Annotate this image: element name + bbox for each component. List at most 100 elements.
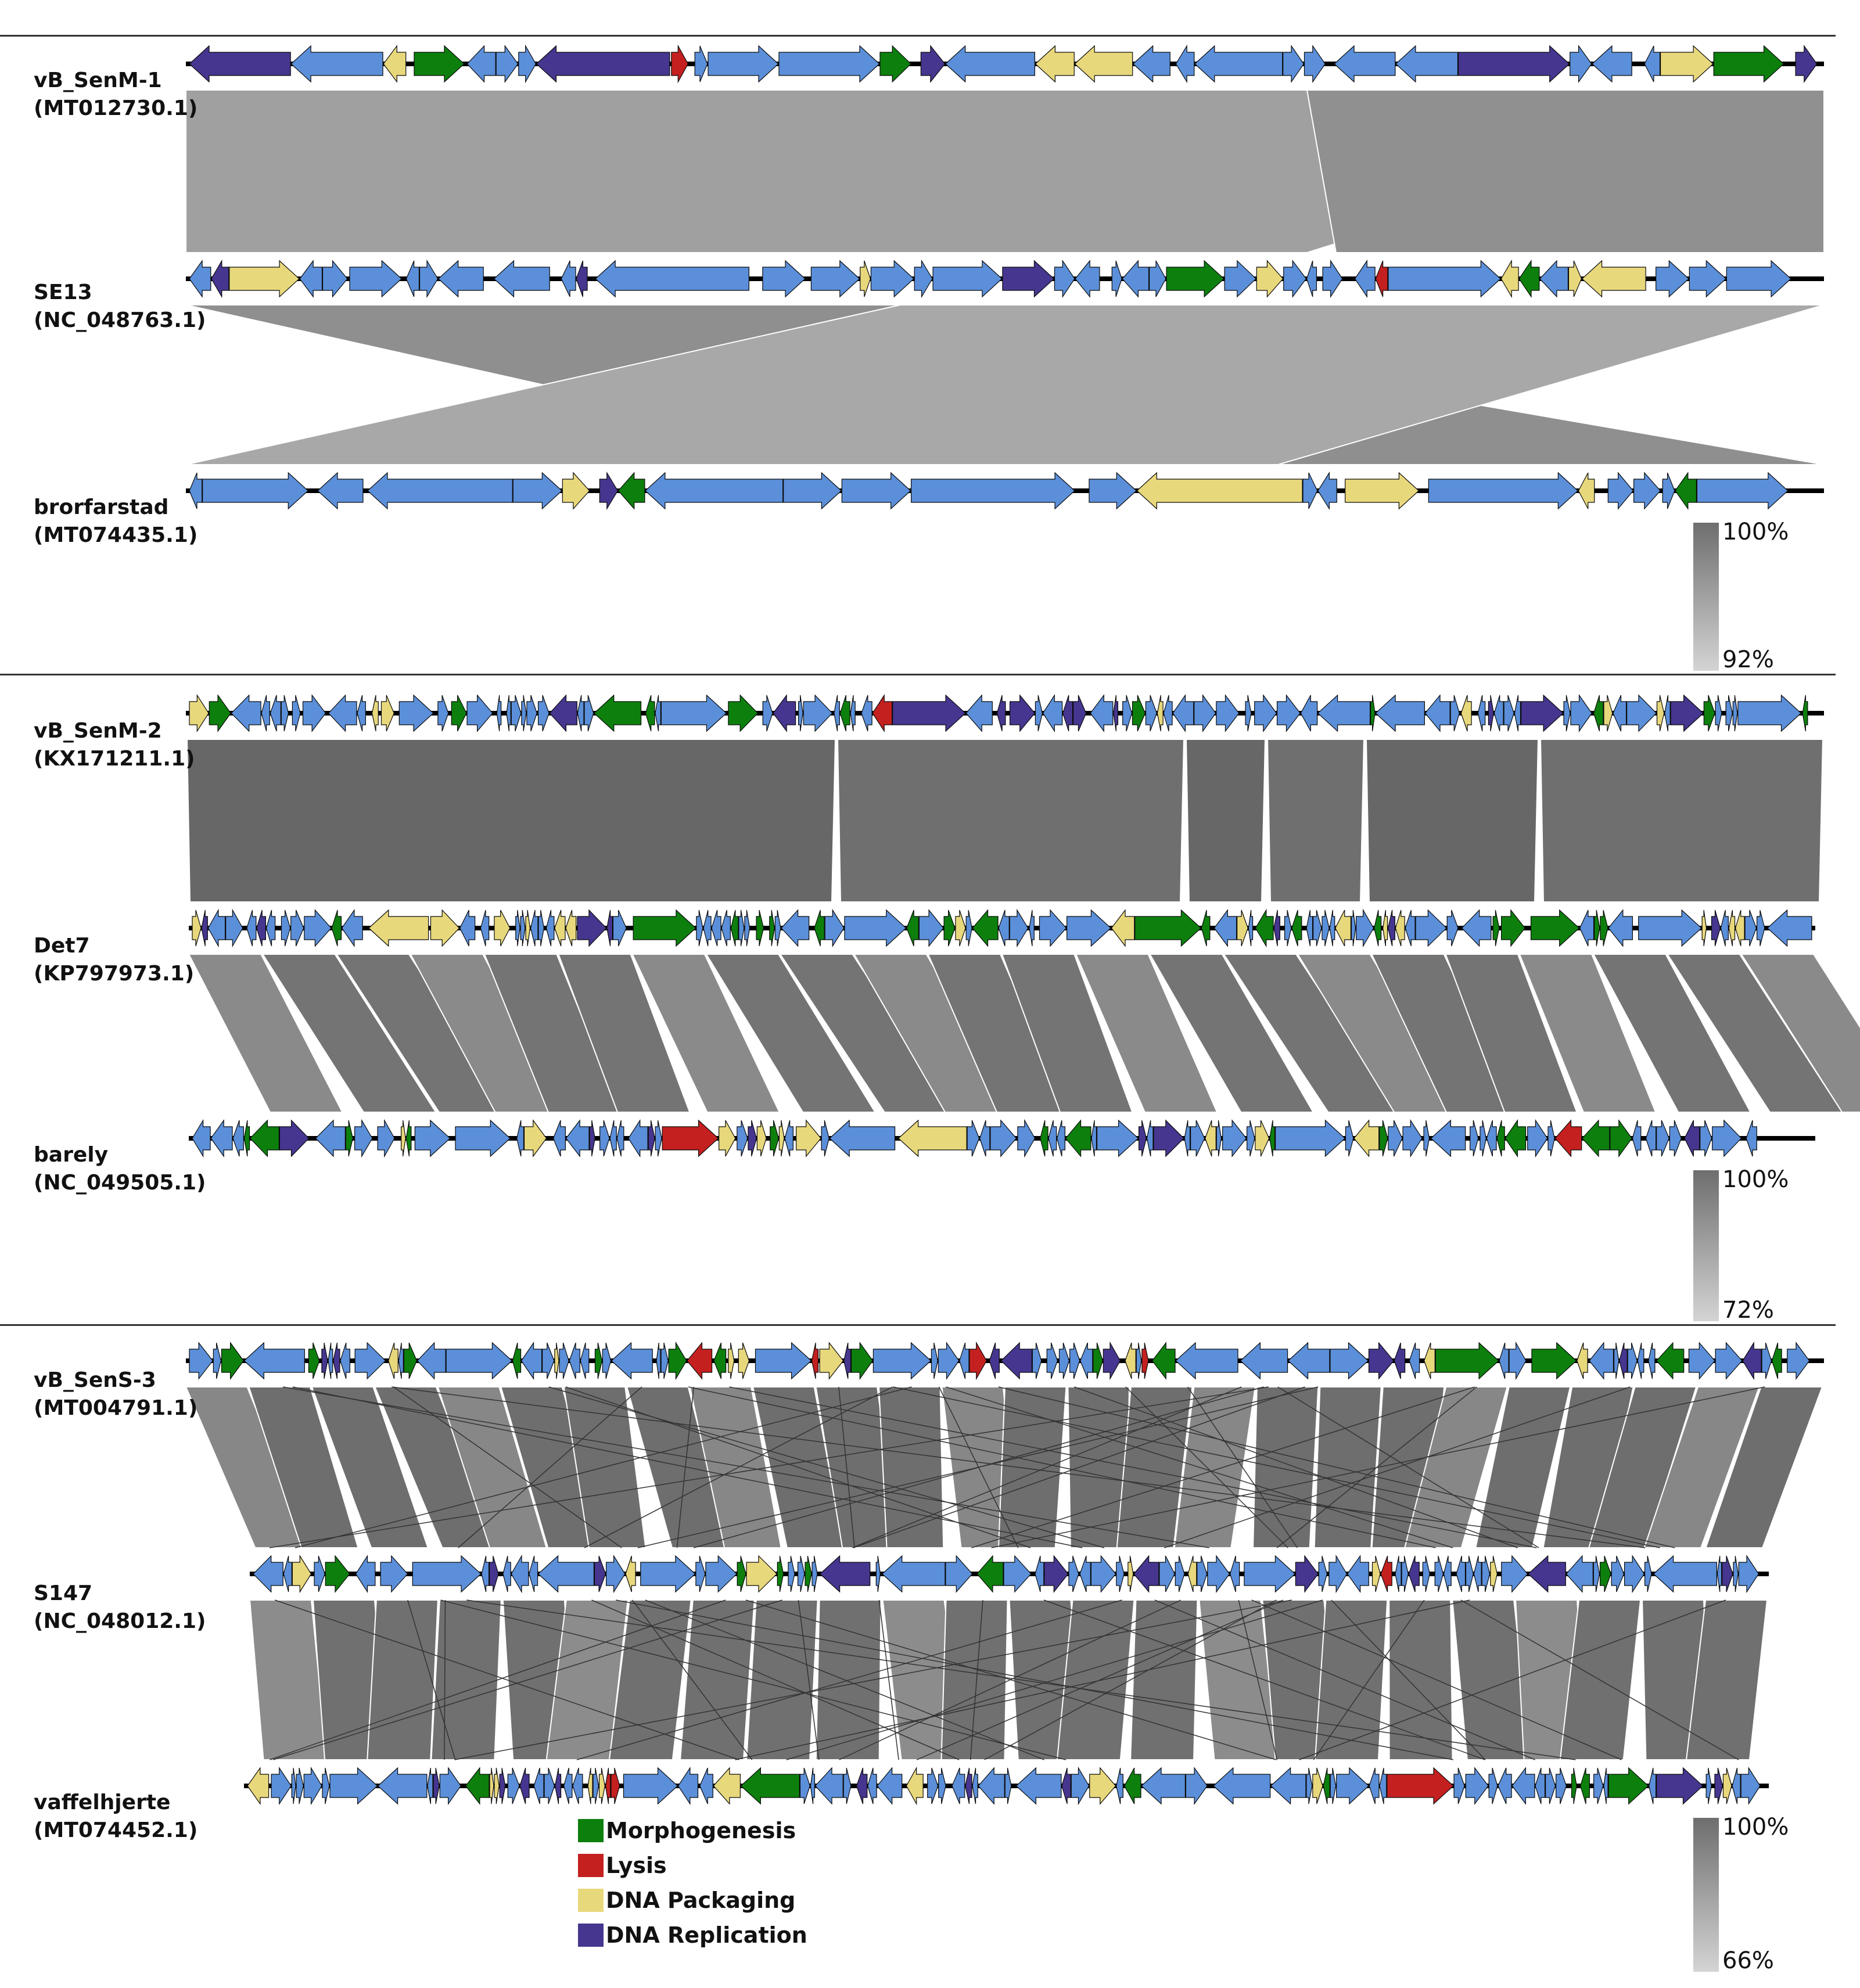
gene-arrow: [308, 1342, 320, 1379]
gene-arrow: [1237, 909, 1248, 947]
gene-arrow: [677, 1766, 699, 1806]
gene-arrow: [1009, 908, 1029, 948]
gene-arrow: [1093, 1342, 1103, 1379]
gene-arrow: [1255, 908, 1274, 948]
gene-arrow: [599, 1120, 610, 1157]
gene-arrow: [357, 695, 366, 732]
gene-arrow: [315, 1119, 346, 1157]
similarity-link: [1130, 1599, 1198, 1760]
gene-arrow: [1335, 909, 1352, 947]
gene-arrow: [1248, 909, 1254, 947]
gene-arrow: [1194, 45, 1283, 83]
gene-arrow: [1578, 472, 1595, 509]
gene-arrow: [1345, 1120, 1354, 1157]
gene-arrow: [1283, 260, 1307, 298]
gene-arrow: [584, 695, 594, 732]
gene-arrow: [189, 693, 209, 733]
legend-swatch: [578, 1854, 604, 1877]
legend-swatch: [578, 1924, 604, 1947]
gene-arrow: [839, 695, 850, 732]
gene-arrow: [292, 695, 301, 732]
gene-arrow: [1190, 1120, 1205, 1157]
similarity-link: [1185, 739, 1266, 903]
gene-arrow: [1717, 1555, 1722, 1592]
gene-arrow: [516, 1120, 525, 1157]
gene-arrow: [844, 909, 907, 947]
gene-arrow: [737, 1120, 748, 1157]
gene-arrow: [1761, 1342, 1772, 1379]
gene-arrow: [867, 1767, 877, 1804]
gene-arrow: [1732, 695, 1738, 732]
gene-arrow: [1402, 1119, 1423, 1158]
gene-arrow: [207, 908, 226, 948]
gene-arrow: [1531, 1342, 1577, 1380]
gene-arrow: [1713, 45, 1784, 83]
scale-min-label: 92%: [1722, 646, 1774, 673]
gene-arrow: [1175, 44, 1195, 84]
similarity-link: [186, 739, 836, 903]
gene-arrow: [565, 1119, 590, 1157]
gene-arrow: [623, 1767, 678, 1805]
gene-arrow: [811, 1555, 818, 1592]
gene-arrow: [1213, 1767, 1271, 1805]
gene-arrow: [437, 695, 449, 732]
gene-arrow: [405, 260, 420, 297]
gene-arrow: [232, 1120, 244, 1157]
gene-arrow: [1608, 1767, 1649, 1805]
gene-arrow: [1229, 1555, 1240, 1592]
gene-arrow: [810, 1767, 816, 1804]
gene-arrow: [1571, 1767, 1577, 1804]
gene-arrow: [696, 909, 703, 947]
gene-arrow: [656, 1342, 661, 1379]
gene-arrow: [1035, 695, 1043, 732]
gene-arrow: [1722, 1767, 1732, 1804]
gene-arrow: [694, 45, 708, 82]
gene-arrow: [730, 909, 739, 947]
similarity-link: [1403, 1386, 1509, 1548]
gene-arrow: [377, 1119, 395, 1158]
legend-swatch: [578, 1889, 604, 1912]
gene-arrow: [1133, 1555, 1159, 1593]
gene-arrow: [502, 1555, 511, 1592]
rearrangement-line: [444, 1599, 446, 1760]
gene-arrow: [1068, 1555, 1079, 1592]
gene-arrow: [1499, 1342, 1509, 1379]
gene-arrow: [398, 694, 434, 732]
gene-arrow: [189, 260, 211, 298]
gene-arrow: [627, 1119, 648, 1158]
gene-arrow: [1354, 260, 1376, 298]
gene-arrow: [253, 1555, 283, 1593]
gene-arrow: [1511, 1767, 1535, 1805]
gene-arrow: [1450, 695, 1460, 732]
gene-arrow: [617, 472, 645, 510]
gene-arrow: [1116, 1555, 1125, 1592]
similarity-link: [1685, 1599, 1768, 1760]
gene-arrow: [225, 908, 243, 948]
rearrangement-line: [1251, 1599, 1622, 1760]
gene-arrow: [1527, 1555, 1566, 1593]
gene-arrow: [1581, 260, 1646, 298]
rearrangement-line: [466, 1599, 1576, 1760]
genome-label: vaffelhjerte (MT074452.1): [34, 1789, 198, 1845]
gene-arrow: [465, 1767, 490, 1805]
gene-arrow: [466, 694, 493, 732]
gene-arrow: [1306, 909, 1313, 947]
gene-arrow: [788, 1555, 795, 1592]
gene-arrow: [843, 1342, 852, 1379]
gene-arrow: [1395, 1555, 1402, 1592]
gene-arrow: [662, 1119, 719, 1157]
gene-arrow: [938, 1342, 960, 1380]
identity-scale-bar: [1693, 1170, 1719, 1321]
scale-max-label: 100%: [1722, 1166, 1789, 1193]
gene-arrow: [1737, 694, 1802, 732]
genome-name: Det7: [34, 934, 90, 958]
gene-arrow: [562, 472, 590, 510]
gene-arrow: [805, 1555, 812, 1592]
gene-arrow: [383, 45, 407, 83]
gene-arrow: [1172, 694, 1194, 732]
gene-arrow: [728, 1342, 735, 1379]
gene-arrow: [1313, 909, 1322, 947]
gene-arrow: [1125, 1342, 1136, 1379]
genome-track: [184, 39, 1826, 88]
gene-arrow: [1696, 472, 1789, 510]
